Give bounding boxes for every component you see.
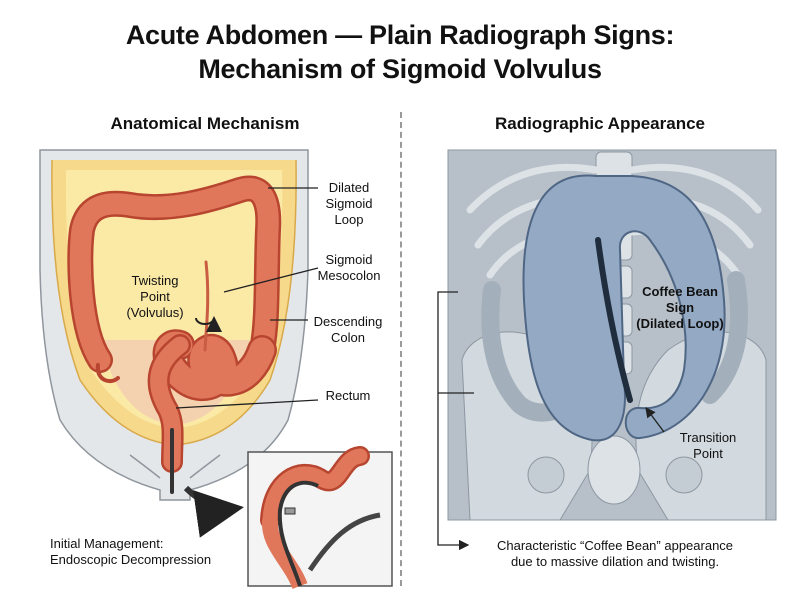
label-sigmoid-mesocolon: Sigmoid Mesocolon [317,252,381,283]
inset-arrow-icon [183,485,244,538]
diagram-title-line-2: Mechanism of Sigmoid Volvulus [198,54,602,84]
bean-cleft [595,237,633,403]
left-panel-heading: Anatomical Mechanism [110,114,300,133]
panel-divider [400,112,402,586]
right-leader-lines [437,291,665,551]
label-coffee-bean-sign: Coffee Bean Sign (Dilated Loop) [636,284,724,331]
management-note: Initial Management: Endoscopic Decompres… [50,536,212,567]
label-rectum: Rectum [325,388,371,403]
label-twisting-point: Twisting Point (Volvulus) [126,273,184,320]
label-transition-point: Transition Point [679,430,737,461]
colon-illustration [67,175,282,494]
radiograph-illustration [447,149,777,521]
label-dilated-sigmoid-loop: Dilated Sigmoid Loop [325,180,373,227]
endoscopy-inset [247,446,393,590]
radiograph-caption: Characteristic “Coffee Bean” appearance … [496,538,734,569]
right-panel-heading: Radiographic Appearance [494,114,706,133]
twist-arrow-icon [195,316,222,333]
diagram-title-line-1: Acute Abdomen — Plain Radiograph Signs: [125,20,675,50]
label-descending-colon: Descending Colon [313,314,383,345]
endoscope-icon [277,480,319,587]
coffee-bean-loop [522,174,726,442]
left-leader-lines [175,187,319,409]
